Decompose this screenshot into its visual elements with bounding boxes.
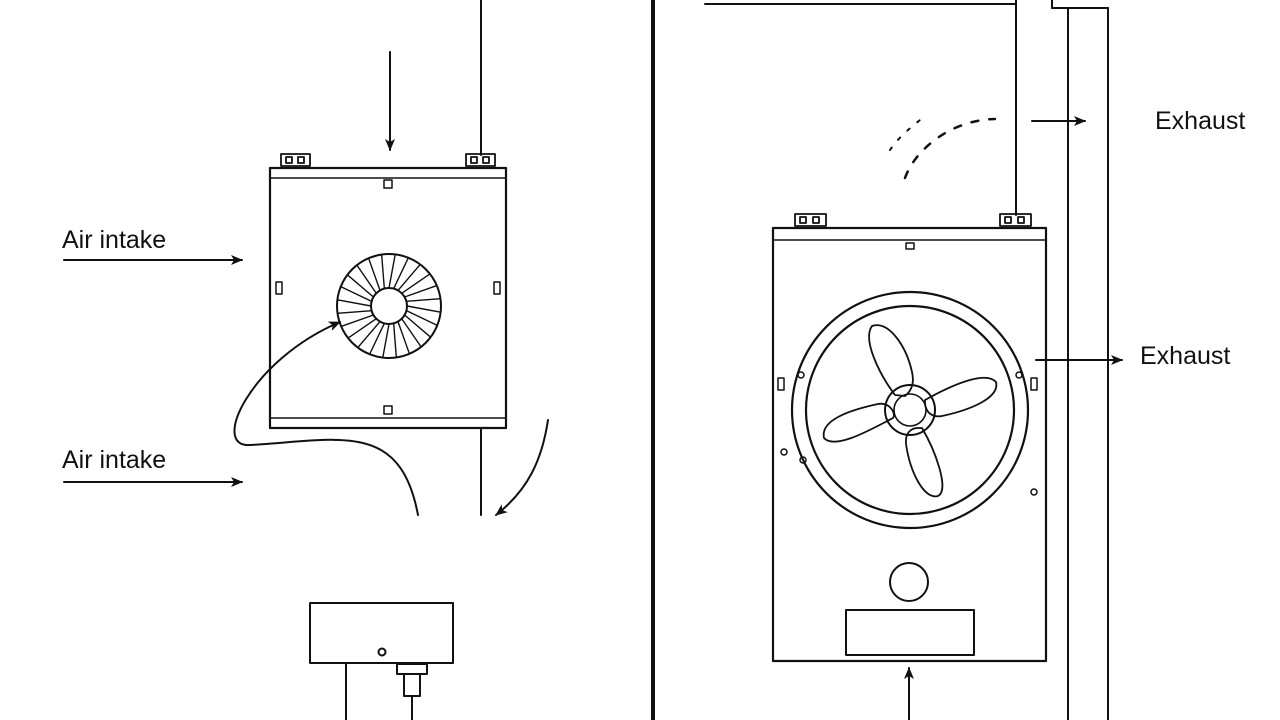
display-panel — [845, 609, 975, 656]
control-box — [309, 602, 454, 720]
fan-spoke — [367, 257, 381, 292]
exhaust-label-top: Exhaust — [1155, 107, 1246, 135]
exhaust-flow-dashed — [903, 117, 997, 180]
fan-spoke — [405, 297, 442, 303]
fan-spoke — [397, 263, 421, 292]
left-unit-brackets — [280, 153, 496, 167]
radial-fan-icon — [336, 253, 442, 359]
fan-spoke — [403, 284, 438, 298]
fan-spoke — [406, 305, 442, 313]
four-blade-fan-icon — [790, 290, 1030, 530]
right-unit-brackets — [794, 213, 1032, 227]
fan-spoke — [356, 264, 377, 294]
fan-spoke — [397, 320, 411, 355]
fan-spoke — [401, 318, 422, 348]
fan-spoke — [347, 318, 377, 339]
fan-spoke — [392, 322, 398, 359]
fan-spoke — [403, 314, 432, 338]
return-curve-arrow — [495, 419, 549, 516]
fan-spoke — [388, 253, 396, 289]
fan-spoke — [382, 323, 390, 359]
exhaust-duct — [1067, 7, 1109, 720]
exhaust-label-mid: Exhaust — [1140, 342, 1231, 370]
fan-spoke — [346, 274, 375, 298]
fan-spoke — [405, 309, 438, 327]
fan-spoke — [368, 322, 386, 355]
fan-spoke — [336, 309, 373, 315]
fan-spoke — [380, 253, 386, 290]
fan-spoke — [401, 273, 431, 294]
intake-curve-arrow — [233, 321, 419, 516]
fan-spoke — [340, 285, 373, 303]
fan-spoke — [340, 314, 375, 328]
air-intake-label-bottom: Air intake — [62, 446, 167, 474]
fan-spoke — [392, 257, 410, 290]
fan-spoke — [336, 299, 372, 307]
fan-spoke — [357, 320, 381, 349]
left-fan-unit — [268, 166, 508, 430]
air-intake-label-top: Air intake — [62, 226, 167, 254]
indicator-light — [889, 562, 929, 602]
